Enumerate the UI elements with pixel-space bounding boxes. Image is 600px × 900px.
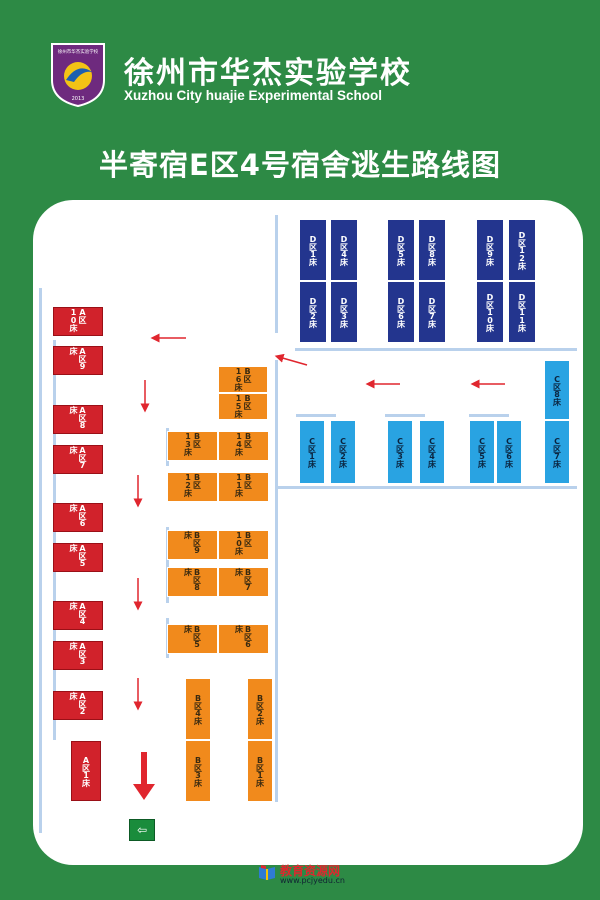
bed-d9: D区9床 — [476, 219, 504, 281]
floor-plan: A区10床 A区9床 A区8床 A区7床 A区6床 A区5床 A区4床 A区3床… — [33, 200, 583, 865]
bed-a6: A区6床 — [53, 503, 103, 532]
bed-d8: D区8床 — [418, 219, 446, 281]
bed-b1: B区1床 — [247, 740, 273, 802]
bed-a4: A区4床 — [53, 601, 103, 630]
wall — [385, 414, 425, 417]
bed-b15: B区15床 — [218, 393, 268, 420]
bed-a10: A区10床 — [53, 307, 103, 336]
wall — [166, 527, 169, 603]
school-name-en: Xuzhou City huajie Experimental School — [124, 88, 383, 103]
school-logo: 徐州市华杰实验学校 2013 — [51, 43, 105, 108]
route-arrow — [274, 353, 308, 366]
bed-c7: C区7床 — [544, 420, 570, 484]
bed-b8: B区8床 — [167, 567, 218, 597]
bed-b13: B区13床 — [167, 431, 218, 461]
bed-a5: A区5床 — [53, 543, 103, 572]
bed-b14: B区14床 — [218, 431, 269, 461]
svg-text:2013: 2013 — [72, 96, 85, 102]
bed-b4: B区4床 — [185, 678, 211, 740]
bed-b7: B区7床 — [218, 567, 269, 597]
bed-b9: B区9床 — [167, 530, 218, 560]
bed-d5: D区5床 — [387, 219, 415, 281]
bed-c5: C区5床 — [469, 420, 495, 484]
wall — [296, 414, 336, 417]
bed-b12: B区12床 — [167, 472, 218, 502]
wall — [53, 340, 56, 740]
wall — [275, 360, 278, 802]
wall — [275, 215, 278, 333]
bed-a2: A区2床 — [53, 691, 103, 720]
bed-c2: C区2床 — [330, 420, 356, 484]
exit-arrow — [133, 752, 155, 800]
bed-d12: D区12床 — [508, 219, 536, 281]
bed-b3: B区3床 — [185, 740, 211, 802]
bed-b11: B区11床 — [218, 472, 269, 502]
bed-c3: C区3床 — [387, 420, 413, 484]
bed-a1: A区1床 — [71, 741, 101, 801]
bed-d3: D区3床 — [330, 281, 358, 343]
bed-d10: D区10床 — [476, 281, 504, 343]
wall — [295, 348, 577, 351]
bed-a3: A区3床 — [53, 641, 103, 670]
bed-d6: D区6床 — [387, 281, 415, 343]
bed-b6: B区6床 — [218, 624, 269, 654]
bed-d2: D区2床 — [299, 281, 327, 343]
school-name-cn: 徐州市华杰实验学校 — [124, 56, 412, 91]
bed-a9: A区9床 — [53, 346, 103, 375]
wall — [469, 414, 509, 417]
bed-a8: A区8床 — [53, 405, 103, 434]
svg-text:徐州市华杰实验学校: 徐州市华杰实验学校 — [58, 48, 99, 55]
bed-b2: B区2床 — [247, 678, 273, 740]
bed-b10: B区10床 — [218, 530, 269, 560]
book-icon — [259, 865, 275, 880]
bed-d4: D区4床 — [330, 219, 358, 281]
bed-d1: D区1床 — [299, 219, 327, 281]
page-title: 半寄宿E区4号宿舍逃生路线图 — [99, 148, 501, 182]
bed-d7: D区7床 — [418, 281, 446, 343]
bed-b5: B区5床 — [167, 624, 218, 654]
bed-d11: D区11床 — [508, 281, 536, 343]
wall — [39, 288, 42, 833]
bed-c4: C区4床 — [419, 420, 445, 484]
watermark-name: 教育资源网 — [280, 864, 341, 878]
emergency-exit-icon: ⇦ — [129, 819, 155, 841]
watermark-url: www.pcjyedu.cn — [280, 876, 345, 885]
wall — [275, 486, 577, 489]
bed-c8: C区8床 — [544, 360, 570, 420]
bed-a7: A区7床 — [53, 445, 103, 474]
watermark: 教育资源网 www.pcjyedu.cn — [258, 862, 378, 892]
bed-c6: C区6床 — [496, 420, 522, 484]
bed-c1: C区1床 — [299, 420, 325, 484]
bed-b16: B区16床 — [218, 366, 268, 393]
header: 徐州市华杰实验学校 2013 徐州市华杰实验学校 Xuzhou City hua… — [0, 0, 600, 200]
